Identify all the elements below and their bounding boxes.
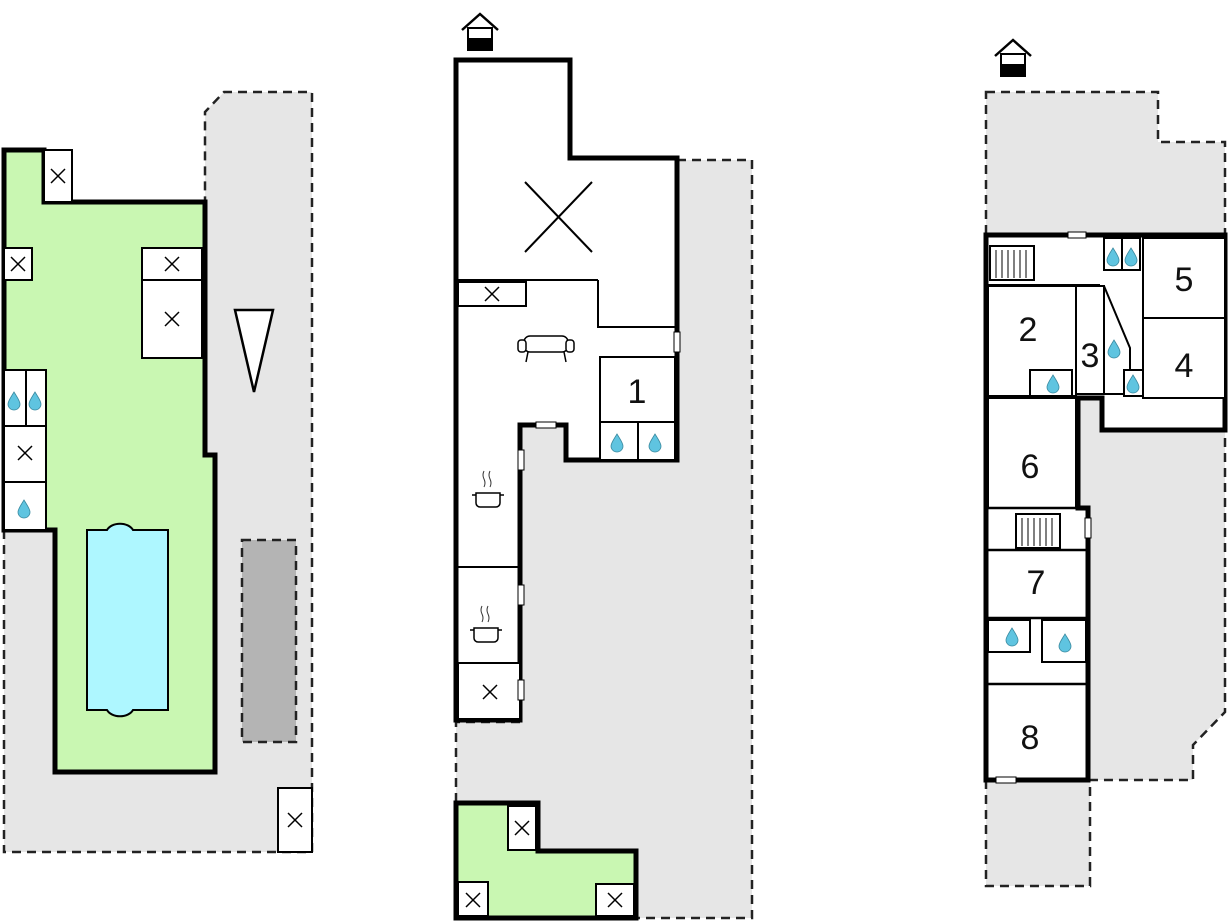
room-6: [987, 397, 1077, 509]
room-label-6: 6: [1021, 448, 1040, 486]
entrance-triangle: [233, 308, 275, 393]
room-label-8: 8: [1021, 719, 1040, 757]
room-3: [1075, 285, 1105, 395]
house-entrance-icon: [993, 38, 1033, 78]
room-label-2: 2: [1019, 311, 1038, 349]
room-4: [1142, 317, 1226, 399]
terrace-wc-2: [457, 881, 489, 917]
room-label-5: 5: [1175, 261, 1194, 299]
room-label-1: 1: [628, 373, 647, 411]
ground-terrace: [453, 800, 639, 921]
living-wall: [597, 280, 677, 328]
stairs-top: [989, 245, 1035, 281]
stairs-icon: [995, 250, 1027, 278]
room-label-7: 7: [1027, 564, 1046, 602]
upper-floor-plan: 5 4 2 3 6 7 8: [983, 38, 1228, 888]
room-label-3: 3: [1081, 337, 1100, 375]
sofa-icon: [517, 335, 575, 363]
ground-floor-plan: 1: [453, 12, 754, 921]
stairs-icon: [1021, 518, 1053, 546]
garage: [240, 538, 298, 744]
stairs-mid: [1015, 513, 1061, 549]
bed-bottom: [141, 279, 203, 359]
outdoor-plan: [1, 90, 314, 854]
bed-top: [141, 247, 203, 281]
house-entrance-icon: [460, 12, 500, 52]
room-5: [1142, 237, 1226, 319]
pool: [86, 522, 169, 718]
room-label-4: 4: [1175, 347, 1194, 385]
